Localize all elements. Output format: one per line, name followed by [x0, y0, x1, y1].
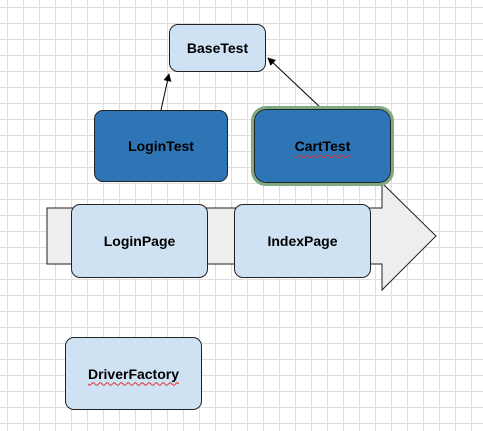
driver-factory-box[interactable]: DriverFactory	[65, 337, 202, 410]
login-test-to-base-test-arrow[interactable]	[160, 73, 172, 111]
base-test-label: BaseTest	[186, 40, 249, 56]
cart-test-to-base-test-arrow[interactable]	[267, 57, 323, 110]
login-test-label: LoginTest	[128, 138, 194, 154]
base-test-box[interactable]: BaseTest	[169, 24, 266, 72]
index-page-label: IndexPage	[267, 233, 338, 249]
login-page-box[interactable]: LoginPage	[71, 204, 208, 278]
driver-factory-label: DriverFactory	[87, 365, 180, 382]
cart-test-label: CartTest	[294, 138, 351, 154]
index-page-box[interactable]: IndexPage	[234, 204, 371, 278]
login-test-box[interactable]: LoginTest	[94, 110, 228, 182]
cart-test-box[interactable]: CartTest	[251, 106, 394, 186]
login-page-label: LoginPage	[103, 233, 176, 249]
